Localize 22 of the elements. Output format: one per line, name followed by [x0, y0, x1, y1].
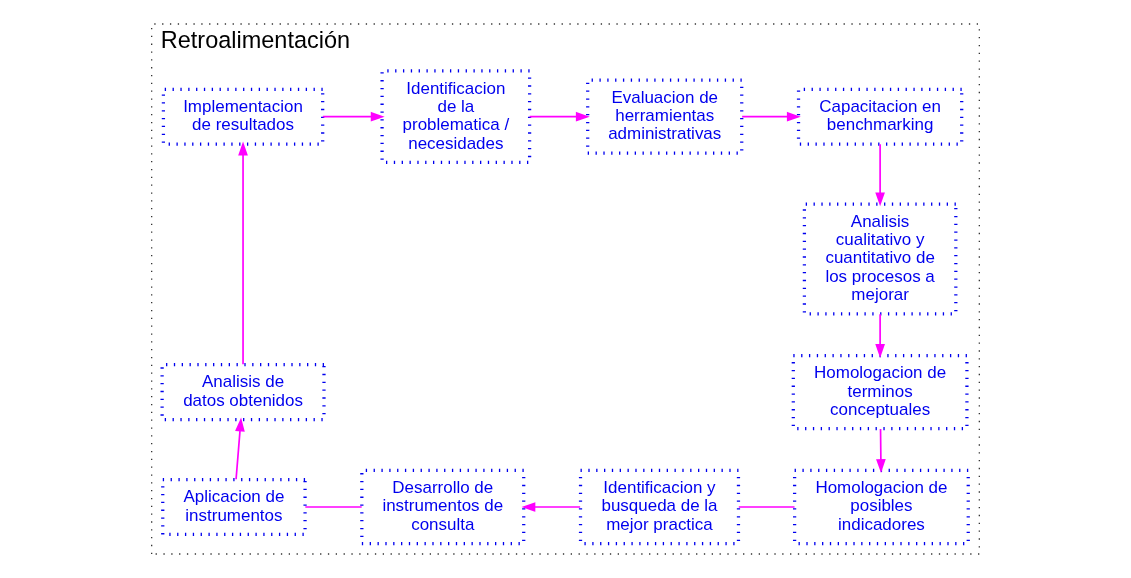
connector [737, 506, 796, 508]
node-box: Evaluacion de herramientas administrativas [586, 78, 744, 155]
arrow [875, 143, 885, 207]
node-box: Homologacion de terminos conceptuales [791, 353, 969, 431]
arrow [875, 313, 885, 358]
node-box: Analisis cualitativo y cuantitativo de los procesos a mejorar [802, 202, 958, 316]
node-box: Capacitacion en benchmarking [796, 87, 964, 146]
arrow [235, 417, 245, 481]
node-box: Desarrollo de instrumentos de consulta [360, 468, 526, 546]
connector [304, 506, 363, 508]
arrow [528, 111, 590, 122]
node-box: Identificacion y busqueda de la mejor practica [578, 468, 741, 546]
node-box: Implementacion de resultados [161, 87, 325, 146]
arrow [521, 502, 581, 512]
arrow [876, 428, 886, 473]
node-box: Aplicacion de instrumentos [161, 477, 307, 537]
arrow [741, 111, 801, 122]
arrow [322, 111, 385, 122]
arrow [238, 141, 248, 366]
node-box: Analisis de datos obtenidos [160, 363, 326, 422]
node-box: Homologacion de posibles indicadores [793, 468, 970, 546]
node-box: Identificacion de la problematica / necesidades [380, 69, 532, 164]
